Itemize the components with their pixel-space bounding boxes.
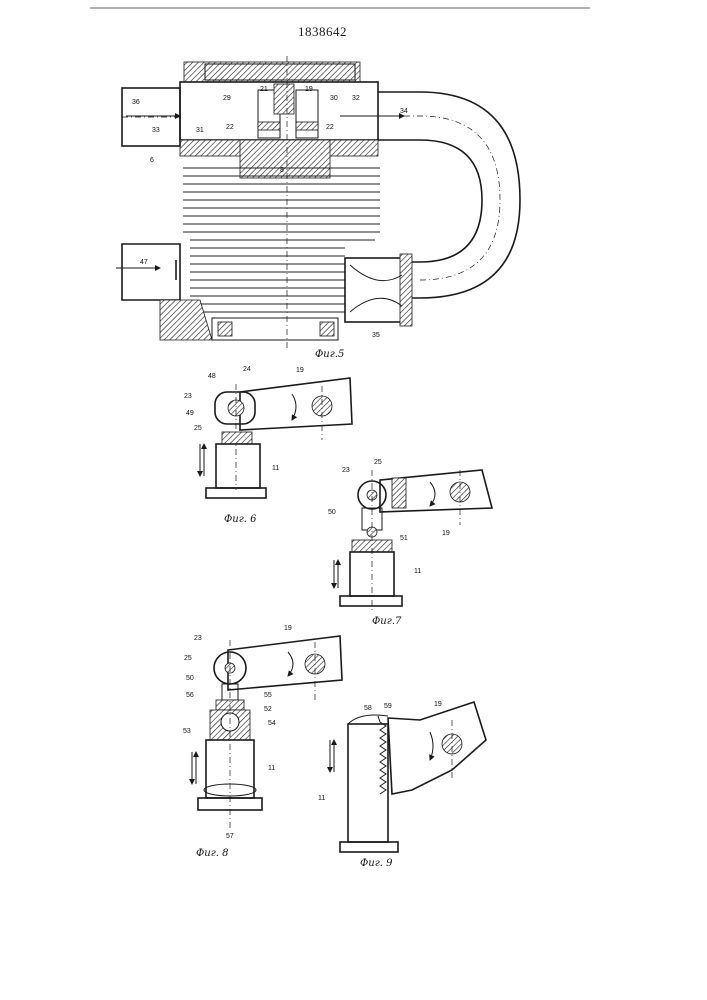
fig5-label-22a: 22 <box>226 124 234 131</box>
fig6-label-23: 23 <box>184 393 192 400</box>
fig7-label-19: 19 <box>442 530 450 537</box>
fig7-caption: Фиг.7 <box>372 616 402 627</box>
fig9-rack-drive: 58 59 19 11 Фиг. 9 <box>318 701 486 869</box>
fig6-piston <box>216 444 260 488</box>
fig8-label-54: 54 <box>268 720 276 727</box>
fig8-label-53: 53 <box>183 728 191 735</box>
fig5-label-22b: 22 <box>326 124 334 131</box>
fig6-label-19: 19 <box>296 367 304 374</box>
fig6-label-48: 48 <box>208 373 216 380</box>
fig8-rocker-link: 23 19 25 50 56 55 52 54 53 11 57 Фиг. 8 <box>183 625 342 859</box>
fig8-label-57: 57 <box>226 833 234 840</box>
fig5-label-34: 34 <box>400 108 408 115</box>
fig7-label-11: 11 <box>414 568 421 575</box>
fig7-label-23: 23 <box>342 467 350 474</box>
fig5-label-32: 32 <box>352 95 360 102</box>
fig5-outlet-housing <box>345 258 405 322</box>
fig5-label-36: 36 <box>132 99 140 106</box>
fig5-label-21: 21 <box>260 86 268 93</box>
fig5-outlet-elbow-outer <box>378 92 520 298</box>
fig7-label-50: 50 <box>328 509 336 516</box>
fig8-label-19: 19 <box>284 625 292 632</box>
fig5-label-19: 19 <box>305 86 313 93</box>
fig8-label-56: 56 <box>186 692 194 699</box>
fig9-piston-rack <box>348 724 388 842</box>
fig6-label-25: 25 <box>194 425 202 432</box>
fig5-compressor-assembly: 36 29 21 19 30 32 34 33 31 22 22 6 8 47 … <box>116 56 520 360</box>
fig5-crankcase <box>122 244 180 300</box>
fig5-label-29: 29 <box>223 95 231 102</box>
fig6-caption: Фиг. 6 <box>224 514 257 525</box>
fig6-label-24: 24 <box>243 366 251 373</box>
fig9-label-58: 58 <box>364 705 372 712</box>
fig5-caption: Фиг.5 <box>315 349 344 360</box>
fig7-rocker-link: 23 25 50 51 19 11 Фиг.7 <box>328 459 492 627</box>
fig5-label-35: 35 <box>372 332 380 339</box>
fig8-label-23: 23 <box>194 635 202 642</box>
fig6-label-11: 11 <box>272 465 279 472</box>
fig8-label-25: 25 <box>184 655 192 662</box>
fig5-label-47: 47 <box>140 259 148 266</box>
fig5-label-31: 31 <box>196 127 204 134</box>
fig8-label-50: 50 <box>186 675 194 682</box>
fig5-label-30: 30 <box>330 95 338 102</box>
fig9-toothed-sector <box>388 702 486 794</box>
fig5-top-cover <box>184 62 360 82</box>
fig5-label-33: 33 <box>152 127 160 134</box>
fig9-caption: Фиг. 9 <box>360 858 393 869</box>
fig6-label-49: 49 <box>186 410 194 417</box>
fig6-rocker-link: 48 24 19 23 49 25 11 Фиг. 6 <box>184 366 352 525</box>
fig7-label-51: 51 <box>400 535 408 542</box>
fig9-label-59: 59 <box>384 703 392 710</box>
fig5-label-6: 6 <box>150 157 154 164</box>
fig8-label-52: 52 <box>264 706 272 713</box>
fig8-label-55: 55 <box>264 692 272 699</box>
fig9-label-19: 19 <box>434 701 442 708</box>
fig9-rack-teeth <box>378 716 386 794</box>
fig8-caption: Фиг. 8 <box>196 848 229 859</box>
fig5-cooling-fins <box>183 168 380 312</box>
fig8-label-11: 11 <box>268 765 275 772</box>
fig5-label-8: 8 <box>280 167 284 174</box>
fig9-label-11: 11 <box>318 795 325 802</box>
fig7-label-25: 25 <box>374 459 382 466</box>
